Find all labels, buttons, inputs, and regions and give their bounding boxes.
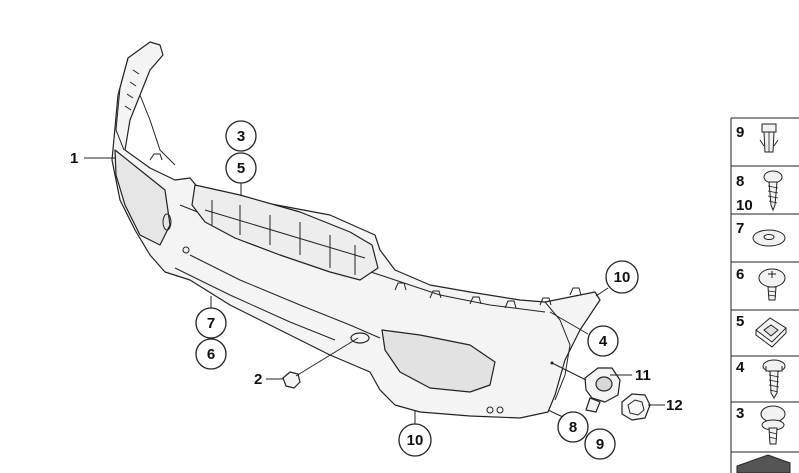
svg-text:8: 8	[736, 173, 744, 190]
legend-row-5: 5	[736, 313, 787, 348]
callout-bubble-8: 8	[557, 411, 589, 443]
legend-row-7: 7	[736, 220, 786, 247]
callouts: 1 2 3 5 7 6 10 4 11 12	[70, 120, 683, 460]
clip-nut-icon	[755, 317, 787, 348]
callout-bubble-10-top: 10	[605, 260, 639, 294]
callout-bubble-3: 3	[225, 120, 257, 152]
svg-text:8: 8	[569, 419, 577, 436]
collar-screw-icon	[760, 405, 786, 445]
callout-bubble-6: 6	[195, 338, 227, 370]
legend-row-9: 9	[736, 123, 779, 153]
legend-row-3: 3	[736, 405, 786, 445]
svg-text:10: 10	[407, 432, 424, 449]
legend-row-6: 6	[736, 266, 786, 301]
svg-text:3: 3	[736, 405, 744, 422]
flange-screw-icon	[758, 268, 786, 301]
svg-text:9: 9	[736, 124, 744, 141]
expanding-rivet-icon	[759, 123, 779, 153]
legend-row-4: 4	[736, 359, 786, 399]
cover-cap-part	[282, 371, 301, 389]
callout-12: 12	[666, 397, 683, 414]
svg-text:6: 6	[207, 346, 215, 363]
washer-icon	[752, 229, 786, 247]
svg-text:7: 7	[207, 315, 215, 332]
svg-text:6: 6	[736, 266, 744, 283]
svg-text:3: 3	[237, 128, 245, 145]
svg-text:7: 7	[736, 220, 744, 237]
leader-lines	[84, 157, 665, 425]
callout-bubble-5: 5	[225, 152, 257, 184]
callout-bubble-4: 4	[587, 325, 619, 357]
hex-screw-icon	[762, 359, 786, 399]
svg-text:5: 5	[237, 160, 245, 177]
svg-text:10: 10	[614, 269, 631, 286]
callout-1: 1	[70, 150, 78, 167]
callout-bubble-7: 7	[195, 307, 227, 339]
tow-eye-bracket	[584, 367, 621, 413]
callout-bubble-10-bottom: 10	[398, 423, 432, 457]
svg-text:5: 5	[736, 313, 744, 330]
bumper-trim-panel	[111, 41, 601, 419]
tow-eye-seal-ring	[621, 393, 651, 421]
svg-text:4: 4	[599, 333, 608, 350]
fastener-legend: 9 8 10 7	[730, 117, 799, 473]
svg-text:4: 4	[736, 359, 745, 376]
svg-text:10: 10	[736, 197, 753, 214]
svg-text:9: 9	[596, 436, 604, 453]
callout-bubble-9: 9	[584, 428, 616, 460]
legend-row-8-10: 8 10	[736, 170, 783, 214]
self-tapping-screw-icon	[763, 170, 783, 212]
partial-part-icon	[736, 454, 791, 473]
callout-11: 11	[635, 367, 651, 384]
grille-support-bracket	[191, 184, 379, 281]
callout-2: 2	[254, 371, 262, 388]
